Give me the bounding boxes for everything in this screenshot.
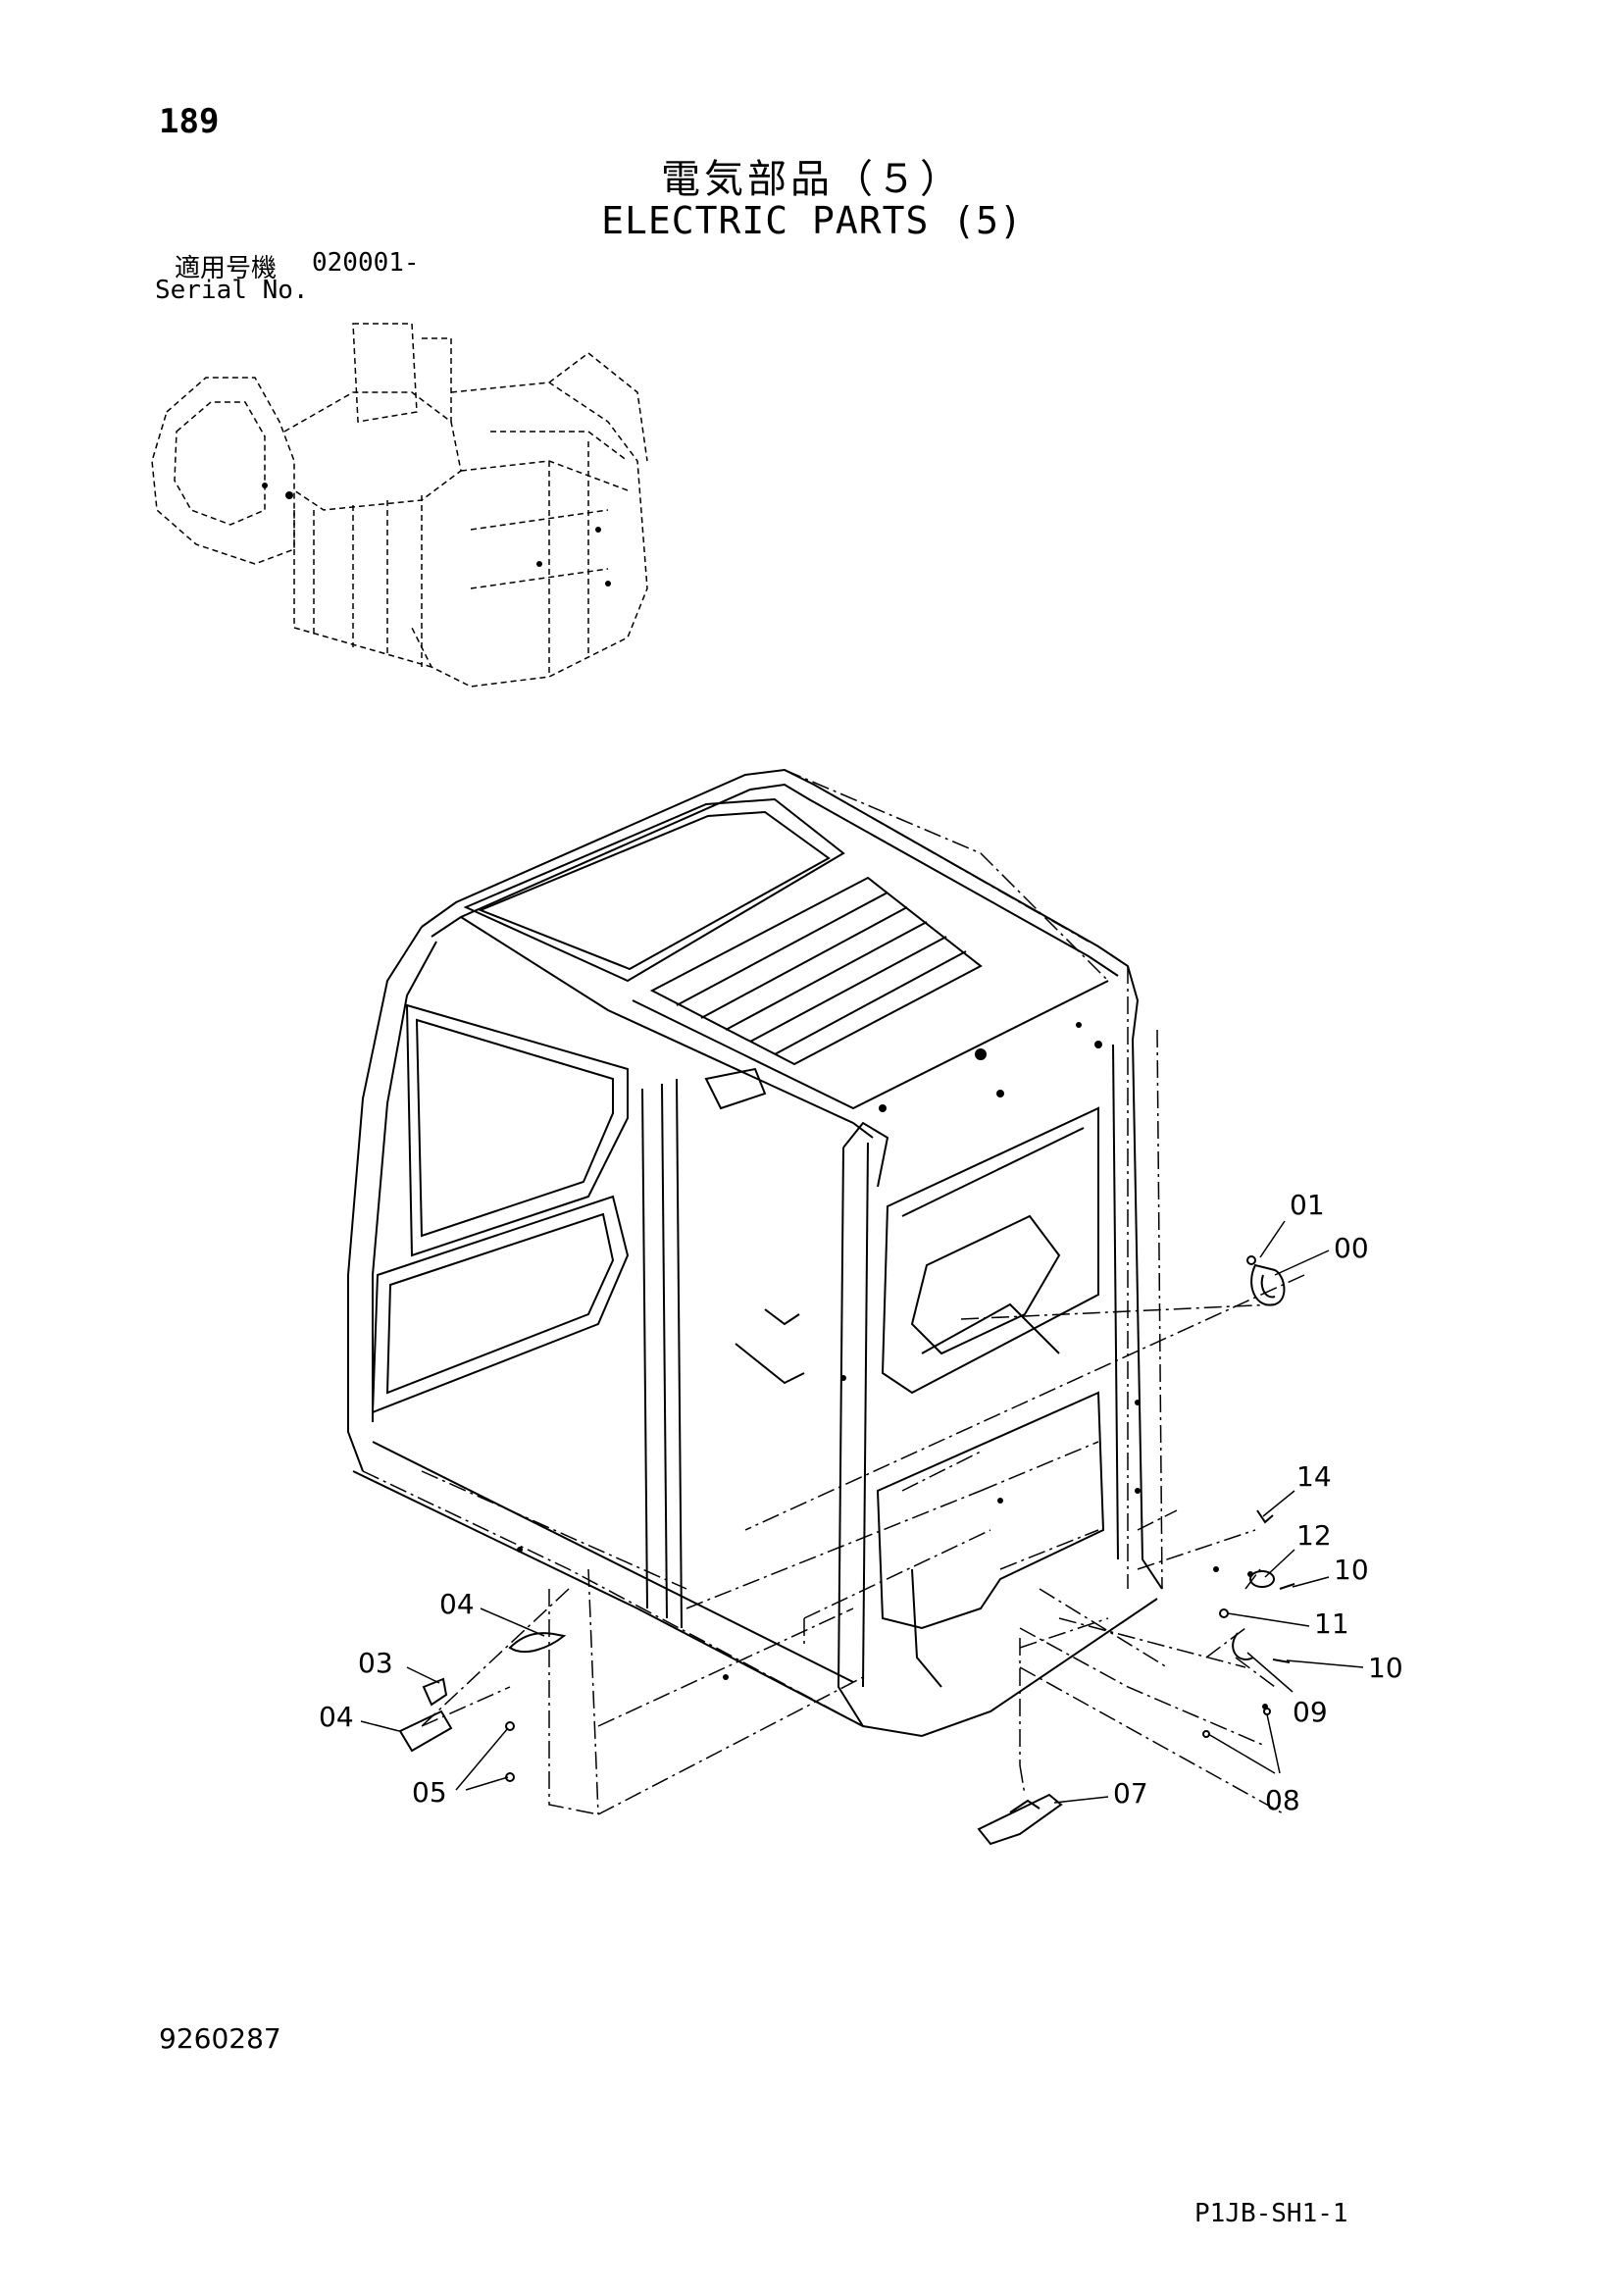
callout-10-upper: 10 [1334,1554,1369,1586]
callout-05: 05 [412,1776,447,1809]
serial-label-english: Serial No. [155,276,309,305]
callout-11: 11 [1314,1607,1349,1640]
callout-04-upper: 04 [439,1588,475,1620]
callout-07: 07 [1113,1777,1148,1810]
document-number: 9260287 [159,2022,281,2055]
title-japanese: 電気部品（５） [661,157,963,202]
callout-09: 09 [1293,1696,1328,1728]
callout-00: 00 [1334,1232,1369,1264]
callout-08: 08 [1265,1784,1300,1816]
callout-01: 01 [1290,1189,1325,1221]
page-number: 189 [159,102,220,141]
callout-04-lower: 04 [319,1701,354,1733]
page-code: P1JB-SH1-1 [1194,2199,1348,2228]
callout-03: 03 [358,1647,393,1679]
callout-14: 14 [1296,1460,1332,1493]
serial-label-japanese: 適用号機 [175,254,278,283]
callout-10-lower: 10 [1368,1652,1403,1684]
title-english: ELECTRIC PARTS (5) [601,199,1023,242]
serial-value: 020001- [312,248,420,278]
callout-12: 12 [1296,1519,1332,1552]
